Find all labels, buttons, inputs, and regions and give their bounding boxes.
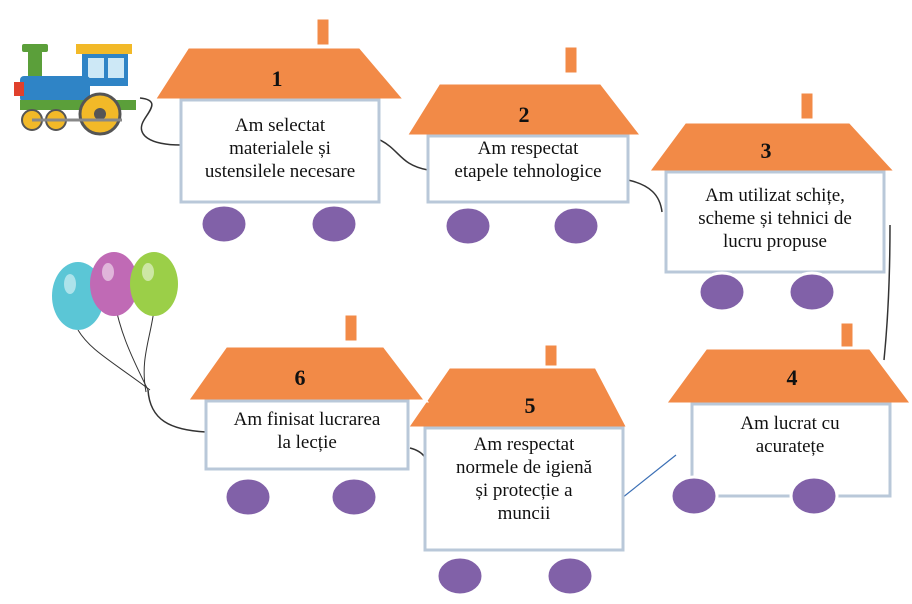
wagon-body: [423, 426, 625, 552]
roof: [645, 120, 900, 174]
wagon-1: [151, 16, 409, 245]
wheel: [223, 476, 273, 518]
wheel: [669, 475, 719, 517]
wagon-text-line: Am lucrat cu: [740, 413, 840, 434]
locomotive-icon: [14, 44, 136, 136]
balloons-icon: [52, 252, 178, 393]
wagon-text-line: Am finisat lucrarea: [233, 409, 381, 430]
wheel: [443, 205, 493, 247]
wagon-number: 2: [518, 102, 530, 127]
wagon-text-line: ustensilele necesare: [204, 161, 356, 182]
wagon-number: 3: [760, 138, 772, 163]
wagon-4: [662, 320, 912, 517]
wagon-text-line: Am respectat: [473, 434, 575, 455]
roof: [184, 344, 430, 403]
wagon-body: [204, 399, 410, 471]
connector-1-2: [379, 139, 429, 171]
wagon-body: [426, 134, 630, 204]
wagon-text-line: și protecție a: [475, 480, 573, 501]
wagon-text-line: lucru propuse: [723, 231, 827, 252]
connector-3-4: [883, 224, 891, 361]
wheel: [787, 271, 837, 313]
wagon-body: [664, 170, 886, 274]
chimney: [838, 320, 856, 352]
wheel: [199, 203, 249, 245]
wheel: [329, 476, 379, 518]
wheel: [545, 555, 595, 597]
wagon-text-line: scheme și tehnici de: [698, 208, 852, 229]
wagon-text-line: Am respectat: [477, 138, 579, 159]
wagon-text-line: materialele și: [229, 138, 331, 159]
wagon-number: 5: [524, 393, 536, 418]
roof: [404, 365, 631, 430]
roof: [151, 45, 409, 102]
chimney: [798, 90, 816, 122]
wagon-number: 6: [294, 365, 306, 390]
connector-balloons-6: [147, 389, 207, 433]
chimney: [562, 44, 580, 76]
roof: [403, 81, 646, 138]
wheel: [697, 271, 747, 313]
wagon-number: 4: [786, 365, 798, 390]
wagon-text-line: la lecție: [277, 432, 337, 453]
wagon-text-line: muncii: [497, 503, 551, 524]
wagon-text-line: Am selectat: [234, 115, 326, 136]
roof: [662, 346, 912, 406]
wagon-3: [645, 90, 900, 313]
wagon-6: [184, 312, 430, 518]
wheel: [435, 555, 485, 597]
chimney: [342, 312, 360, 344]
wagon-body: [690, 402, 892, 498]
wagon-5: [404, 342, 631, 597]
wagon-text-line: Am utilizat schițe,: [705, 185, 845, 206]
wheel: [551, 205, 601, 247]
wagon-number: 1: [271, 66, 283, 91]
wheel: [789, 475, 839, 517]
connector-4-5: [621, 454, 677, 499]
wagon-2: [403, 44, 646, 247]
connector-train-1: [139, 97, 182, 146]
connector-2-3: [627, 179, 663, 213]
chimney: [314, 16, 332, 48]
wheel: [309, 203, 359, 245]
wagon-text-line: normele de igienă: [455, 457, 593, 478]
wagon-text-line: acuratețe: [755, 436, 825, 457]
wagon-body: [179, 98, 381, 204]
wagon-text-line: etapele tehnologice: [454, 161, 602, 182]
